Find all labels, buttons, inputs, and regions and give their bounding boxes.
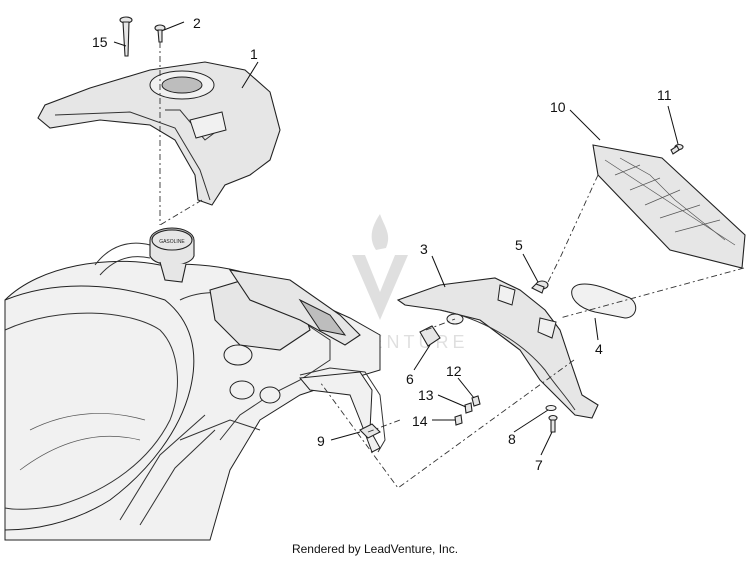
part-8-washer [545,405,557,411]
leader-lines [113,21,679,456]
footer-credit: Rendered by LeadVenture, Inc. [291,542,459,556]
callout-1[interactable]: 1 [250,46,258,62]
callout-13[interactable]: 13 [418,387,434,403]
part-7-screw [548,414,558,433]
callout-labels: 1 2 3 4 5 6 7 8 9 10 11 12 13 14 15 [92,15,672,473]
part-15-long-screw [119,16,133,57]
callout-15[interactable]: 15 [92,34,108,50]
part-5-bolt [531,280,549,294]
part-3-rear-fender [396,277,599,419]
callout-7[interactable]: 7 [535,457,543,473]
callout-8[interactable]: 8 [508,431,516,447]
part-14-pin [454,414,463,426]
part-11-screw [670,143,684,155]
rear-body-frame [4,242,386,541]
tank-cap-text: GASOLINE [159,239,185,245]
part-1-rear-top-cover [37,61,281,206]
part-4-reflector [571,283,637,319]
assembly-lines [159,42,745,489]
part-13-spacer [464,402,473,414]
callout-14[interactable]: 14 [412,413,428,429]
callout-11[interactable]: 11 [657,87,672,103]
part-10-plate-holder [592,144,746,269]
callout-12[interactable]: 12 [446,363,462,379]
callout-3[interactable]: 3 [420,241,428,257]
callout-4[interactable]: 4 [595,341,603,357]
callout-6[interactable]: 6 [406,371,414,387]
part-2-screw [154,24,166,43]
callout-9[interactable]: 9 [317,433,325,449]
part-6-clip-nut [419,325,441,347]
part-12-spacer [471,395,481,407]
fuel-tank-cap: GASOLINE [149,227,195,283]
callout-5[interactable]: 5 [515,237,523,253]
callout-10[interactable]: 10 [550,99,566,115]
callout-2[interactable]: 2 [193,15,201,31]
